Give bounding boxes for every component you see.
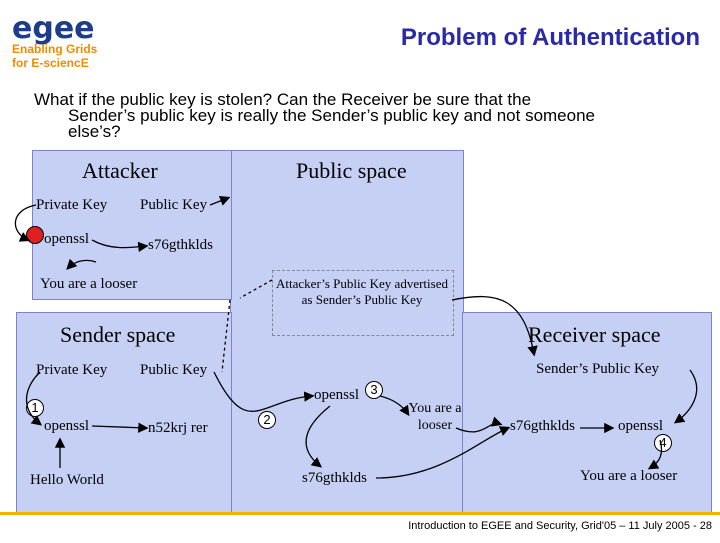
receiver-cipher: s76gthklds bbox=[510, 418, 576, 434]
arrow-middle-cipher bbox=[305, 405, 331, 468]
footer-bar bbox=[0, 512, 720, 543]
egee-logo: egee Enabling Grids for E-sciencE bbox=[8, 10, 128, 70]
dashed-attacker-link bbox=[239, 279, 273, 299]
step-3-badge: 3 bbox=[365, 381, 383, 399]
sender-key-text: n52krj rer bbox=[148, 420, 208, 436]
receiver-result: You are a looser bbox=[580, 468, 678, 484]
arrow-middle-result bbox=[379, 395, 410, 417]
sender-panel bbox=[16, 312, 232, 514]
receiver-openssl: openssl bbox=[618, 418, 663, 434]
step-4-badge: 4 bbox=[654, 434, 672, 452]
slide-title: Problem of Authentication bbox=[400, 24, 700, 51]
arrow-receiver-pubkey bbox=[673, 369, 698, 424]
arrow-sender-privkey bbox=[26, 371, 43, 426]
question-line3: else’s? bbox=[68, 122, 121, 141]
sender-private-key: Private Key bbox=[36, 362, 108, 378]
logo-line2: for E-sciencE bbox=[12, 56, 89, 70]
question-line2: Sender’s public key is really the Sender… bbox=[68, 106, 595, 125]
sender-title: Sender space bbox=[60, 322, 176, 347]
attacker-public-key: Public Key bbox=[140, 197, 208, 213]
attacker-openssl: openssl bbox=[44, 231, 89, 247]
question-text: What if the public key is stolen? Can th… bbox=[34, 90, 706, 141]
question-line1: What if the public key is stolen? Can th… bbox=[34, 90, 532, 109]
arrow-attacker-result bbox=[66, 258, 97, 270]
attacker-private-key: Private Key bbox=[36, 197, 108, 213]
advert-box bbox=[272, 270, 454, 336]
dashed-sender-link bbox=[221, 299, 231, 373]
middle-cipher: s76gthklds bbox=[302, 470, 368, 486]
receiver-sender-public-key: Sender’s Public Key bbox=[536, 361, 660, 377]
receiver-panel bbox=[462, 312, 712, 514]
receiver-title: Receiver space bbox=[528, 322, 661, 347]
arrow-sender-to-public bbox=[213, 371, 315, 412]
arrow-attacker-privkey bbox=[14, 204, 37, 242]
public-space-title: Public space bbox=[296, 158, 407, 183]
footer-text: Introduction to EGEE and Security, Grid'… bbox=[408, 520, 712, 532]
logo-wordmark: egee bbox=[12, 11, 95, 46]
arrow-attacker-openssl-out bbox=[91, 239, 149, 253]
attacker-title: Attacker bbox=[82, 158, 158, 183]
middle-result: You are a looser bbox=[408, 401, 462, 433]
arrow-result-back bbox=[455, 416, 503, 433]
attacker-key-text: s76gthklds bbox=[148, 237, 214, 253]
arrow-cipher-to-receiver bbox=[375, 426, 511, 479]
middle-openssl: openssl bbox=[314, 387, 359, 403]
attacker-result: You are a looser bbox=[40, 276, 138, 292]
sender-public-key: Public Key bbox=[140, 362, 208, 378]
sender-openssl: openssl bbox=[44, 418, 89, 434]
step-2-badge: 2 bbox=[258, 411, 276, 429]
sender-message: Hello World bbox=[30, 472, 104, 488]
arrow-attacker-pubkey bbox=[209, 195, 231, 206]
arrow-sender-openssl-out bbox=[91, 422, 149, 433]
advert-text: Attacker’s Public Key advertised as Send… bbox=[276, 276, 448, 307]
arrow-advert-to-receiver bbox=[451, 295, 538, 357]
logo-line1: Enabling Grids bbox=[12, 42, 98, 56]
attacker-panel bbox=[32, 150, 232, 300]
arrow-receiver-result bbox=[647, 439, 663, 470]
